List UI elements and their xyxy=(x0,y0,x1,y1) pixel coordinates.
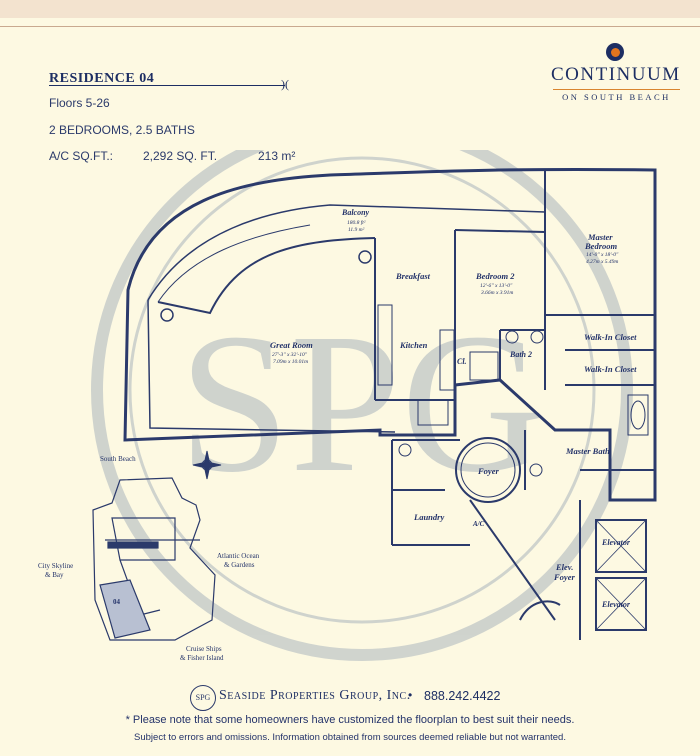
bedroom2-dims: 12'-6" x 13'-0" xyxy=(480,283,513,289)
customization-note: * Please note that some homeowners have … xyxy=(125,714,575,726)
great-room-dims-m: 7.09m x 10.01m xyxy=(273,359,309,365)
balcony-area: 180.8 ft² xyxy=(347,220,366,226)
spg-logo-icon: SPG xyxy=(190,685,216,711)
room-label-closet: Cl. xyxy=(457,357,467,366)
kitchen-counters xyxy=(377,304,455,426)
company-phone[interactable]: 888.242.4422 xyxy=(424,689,501,703)
title-underline xyxy=(49,85,285,86)
room-label-walkin1: Walk-In Closet xyxy=(584,332,637,342)
balcony-area-m: 11.9 m² xyxy=(348,227,365,233)
bedroom2-dims-m: 3.66m x 3.91m xyxy=(481,290,514,296)
room-label-bedroom2: Bedroom 2 xyxy=(476,271,515,281)
great-room-dims: 27'-3" x 32'-10" xyxy=(272,352,308,358)
site-unit-number: 04 xyxy=(113,598,120,606)
spg-watermark xyxy=(91,150,633,661)
title-ornament: )( xyxy=(281,77,289,91)
elevator-shafts xyxy=(595,519,647,631)
site-label-cruise-2: & Fisher Island xyxy=(180,654,224,662)
site-label-cruise-1: Cruise Ships xyxy=(186,645,222,653)
floor-plan: SPG xyxy=(91,150,657,661)
spg-watermark-text: SPG xyxy=(179,293,546,514)
brand-tagline: ON SOUTH BEACH xyxy=(553,89,680,102)
sqft-label: A/C SQ.FT.: xyxy=(49,149,114,163)
unit-outline xyxy=(123,167,657,502)
brand-name: CONTINUUM xyxy=(551,64,681,85)
room-label-great-room: Great Room xyxy=(270,340,313,350)
elevator-foyer-walls xyxy=(469,499,581,640)
room-label-master-bath: Master Bath xyxy=(566,446,610,456)
continuum-logo-icon xyxy=(606,43,624,61)
residence-title: RESIDENCE 04 xyxy=(49,71,155,86)
interior-walls xyxy=(374,170,655,546)
room-label-master-1: Master xyxy=(588,232,613,242)
site-label-south-beach: South Beach xyxy=(100,455,136,463)
room-label-elev-foyer-2: Foyer xyxy=(554,572,575,582)
room-label-foyer: Foyer xyxy=(478,466,499,476)
site-label-city-skyline-1: City Skyline xyxy=(38,562,74,570)
room-label-master-2: Bedroom xyxy=(585,241,618,251)
floors-text: Floors 5-26 xyxy=(49,96,110,110)
foyer-circle xyxy=(455,437,521,503)
disclaimer-note: Subject to errors and omissions. Informa… xyxy=(134,732,566,743)
room-label-laundry: Laundry xyxy=(414,512,445,522)
room-label-kitchen: Kitchen xyxy=(400,340,428,350)
room-label-ac: A/C xyxy=(473,520,485,528)
site-label-atlantic-2: & Gardens xyxy=(224,561,255,569)
site-label-atlantic-1: Atlantic Ocean xyxy=(217,552,260,560)
room-label-balcony: Balcony xyxy=(342,208,370,217)
site-label-city-skyline-2: & Bay xyxy=(45,571,64,579)
top-divider xyxy=(0,26,700,27)
room-label-elevator-2: Elevator xyxy=(602,600,630,609)
company-name: Seaside Properties Group, Inc. xyxy=(219,688,411,703)
master-dims-m: 4.27m x 5.49m xyxy=(586,259,619,265)
room-label-bath2: Bath 2 xyxy=(510,350,533,359)
compass-icon xyxy=(192,450,222,480)
top-band xyxy=(0,0,700,18)
sqm-value: 213 m² xyxy=(258,149,296,163)
columns xyxy=(160,250,372,322)
footer-bullet: • xyxy=(408,688,413,702)
sqft-value: 2,292 SQ. FT. xyxy=(143,149,218,163)
bedrooms-text: 2 BEDROOMS, 2.5 BATHS xyxy=(49,123,195,137)
bath-fixtures xyxy=(398,330,649,477)
room-label-walkin2: Walk-In Closet xyxy=(584,364,637,374)
room-label-elevator-1: Elevator xyxy=(602,538,630,547)
master-dims: 14'-0" x 18'-0" xyxy=(586,252,619,258)
room-label-elev-foyer-1: Elev. xyxy=(556,562,574,572)
room-label-breakfast: Breakfast xyxy=(396,271,430,281)
site-map xyxy=(92,477,216,641)
